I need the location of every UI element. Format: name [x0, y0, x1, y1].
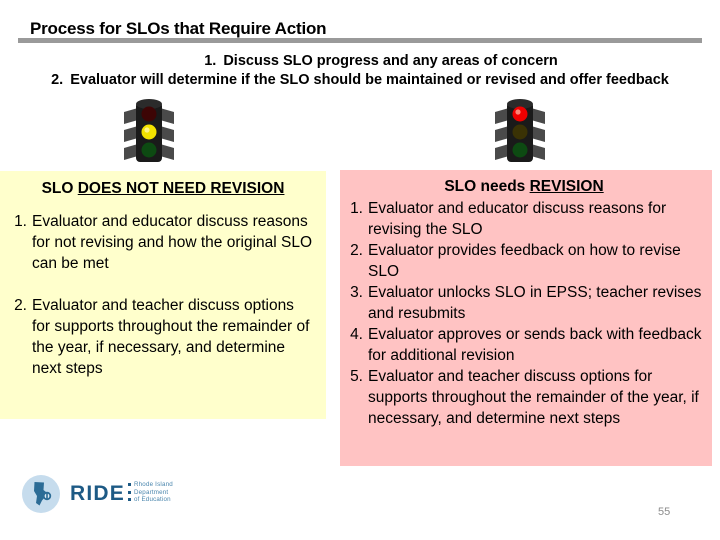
- list-item: 4. Evaluator approves or sends back with…: [346, 324, 702, 366]
- traffic-light-icon: [121, 98, 177, 166]
- rhode-island-state-icon: [31, 481, 53, 512]
- logo-tagline-line: of Education: [134, 496, 171, 504]
- list-item-text: Evaluator unlocks SLO in EPSS; teacher r…: [368, 284, 702, 322]
- square-bullet-icon: [128, 483, 131, 486]
- list-item-text: Evaluator approves or sends back with fe…: [368, 326, 702, 364]
- list-item-number: 4.: [350, 326, 363, 343]
- list-item-text: Evaluator and educator discuss reasons f…: [32, 213, 313, 272]
- list-item-number: 1.: [14, 213, 27, 230]
- no-revision-steps: 1. Evaluator and educator discuss reason…: [10, 211, 316, 379]
- list-item: 2. Evaluator provides feedback on how to…: [346, 240, 702, 282]
- no-revision-heading: SLO DOES NOT NEED REVISION: [10, 179, 316, 199]
- list-item: 3. Evaluator unlocks SLO in EPSS; teache…: [346, 282, 702, 324]
- logo-tagline-row: of Education: [128, 496, 173, 504]
- needs-revision-heading-emphasis: REVISION: [529, 178, 604, 195]
- no-revision-heading-emphasis: DOES NOT NEED REVISION: [77, 180, 285, 197]
- needs-revision-heading-prefix: SLO needs: [444, 178, 530, 195]
- list-item-text: Evaluator provides feedback on how to re…: [368, 242, 681, 280]
- needs-revision-panel: SLO needs REVISION 1. Evaluator and educ…: [340, 170, 712, 466]
- logo-tagline-row: Department: [128, 489, 173, 497]
- page-title: Process for SLOs that Require Action: [30, 19, 327, 38]
- needs-revision-heading: SLO needs REVISION: [346, 177, 702, 197]
- intro-item-number: 2.: [51, 72, 64, 88]
- intro-item: 2. Evaluator will determine if the SLO sh…: [0, 71, 716, 90]
- intro-item-text: Evaluator will determine if the SLO shou…: [70, 72, 669, 88]
- list-item-number: 5.: [350, 368, 363, 385]
- list-item-text: Evaluator and teacher discuss options fo…: [368, 368, 699, 427]
- title-divider: [18, 38, 702, 43]
- list-item-number: 2.: [14, 297, 27, 314]
- list-item: 5. Evaluator and teacher discuss options…: [346, 366, 702, 429]
- traffic-light-icon: [492, 98, 548, 166]
- list-item-text: Evaluator and educator discuss reasons f…: [368, 200, 667, 238]
- logo-tagline: Rhode Island Department of Education: [128, 481, 173, 504]
- needs-revision-steps: 1. Evaluator and educator discuss reason…: [346, 198, 702, 429]
- no-revision-panel: SLO DOES NOT NEED REVISION 1. Evaluator …: [0, 171, 326, 419]
- square-bullet-icon: [128, 490, 131, 494]
- ride-logo: RIDE Rhode Island Department of Educatio…: [22, 474, 222, 514]
- graphics-band: [0, 98, 720, 253]
- square-bullet-icon: [128, 498, 131, 502]
- intro-item: 1. Discuss SLO progress and any areas of …: [0, 52, 716, 71]
- logo-tagline-line: Department: [134, 488, 169, 496]
- list-item: 1. Evaluator and educator discuss reason…: [346, 198, 702, 240]
- list-item-text: Evaluator and teacher discuss options fo…: [32, 297, 310, 377]
- no-revision-heading-prefix: SLO: [41, 180, 78, 197]
- list-item-number: 1.: [350, 200, 363, 217]
- list-item: 2. Evaluator and teacher discuss options…: [10, 295, 316, 379]
- list-item: 1. Evaluator and educator discuss reason…: [10, 211, 316, 274]
- logo-tagline-line: Rhode Island: [134, 481, 173, 488]
- list-item-number: 3.: [350, 284, 363, 301]
- page-number: 55: [658, 506, 671, 518]
- intro-item-text: Discuss SLO progress and any areas of co…: [223, 53, 558, 69]
- logo-tagline-row: Rhode Island: [128, 481, 173, 489]
- list-item-number: 2.: [350, 242, 363, 259]
- intro-item-number: 1.: [204, 53, 217, 69]
- logo-wordmark: RIDE: [70, 482, 125, 505]
- intro-list: 1. Discuss SLO progress and any areas of …: [0, 52, 716, 90]
